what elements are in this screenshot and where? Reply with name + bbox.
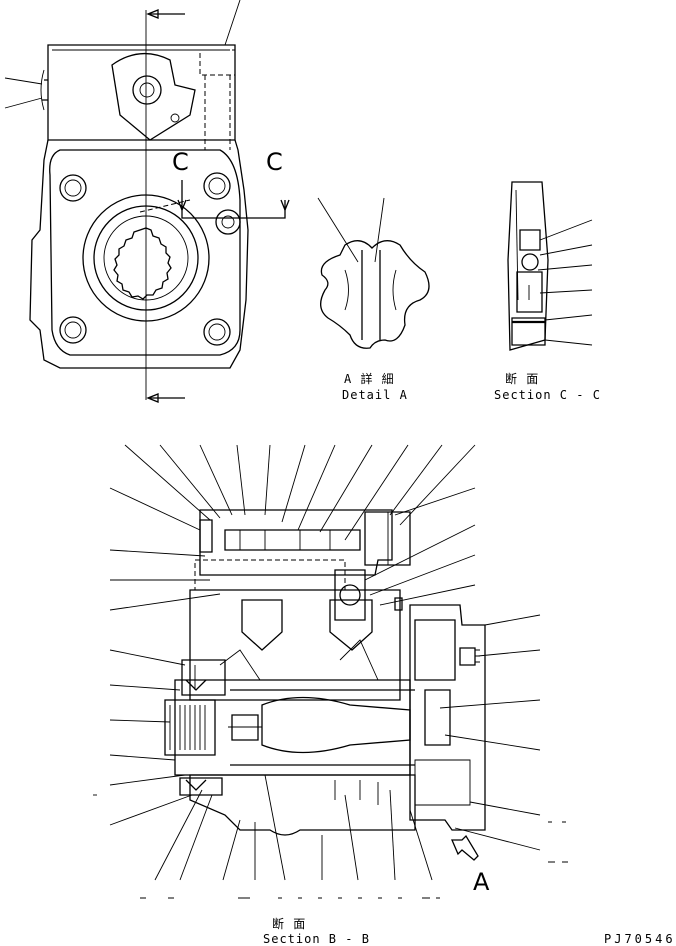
section-bb-title-en: Section B - B	[263, 932, 370, 946]
section-mark-right: C	[266, 148, 283, 176]
section-cc-view	[507, 181, 593, 351]
detail-a-title-en: Detail A	[342, 388, 408, 402]
section-cc-title-jp: 断 面	[505, 372, 540, 386]
section-bb-title-jp: 断 面	[272, 917, 307, 931]
section-bb-view	[93, 444, 568, 899]
detail-a-title-jp: A 詳 細	[344, 372, 395, 386]
view-mark-a: A	[473, 868, 490, 896]
section-cc-title-en: Section C - C	[494, 388, 601, 402]
section-mark-left: C	[172, 148, 189, 176]
top-view	[4, 0, 290, 403]
drawing-number: PJ70546	[604, 932, 676, 946]
detail-a-view	[317, 197, 430, 349]
